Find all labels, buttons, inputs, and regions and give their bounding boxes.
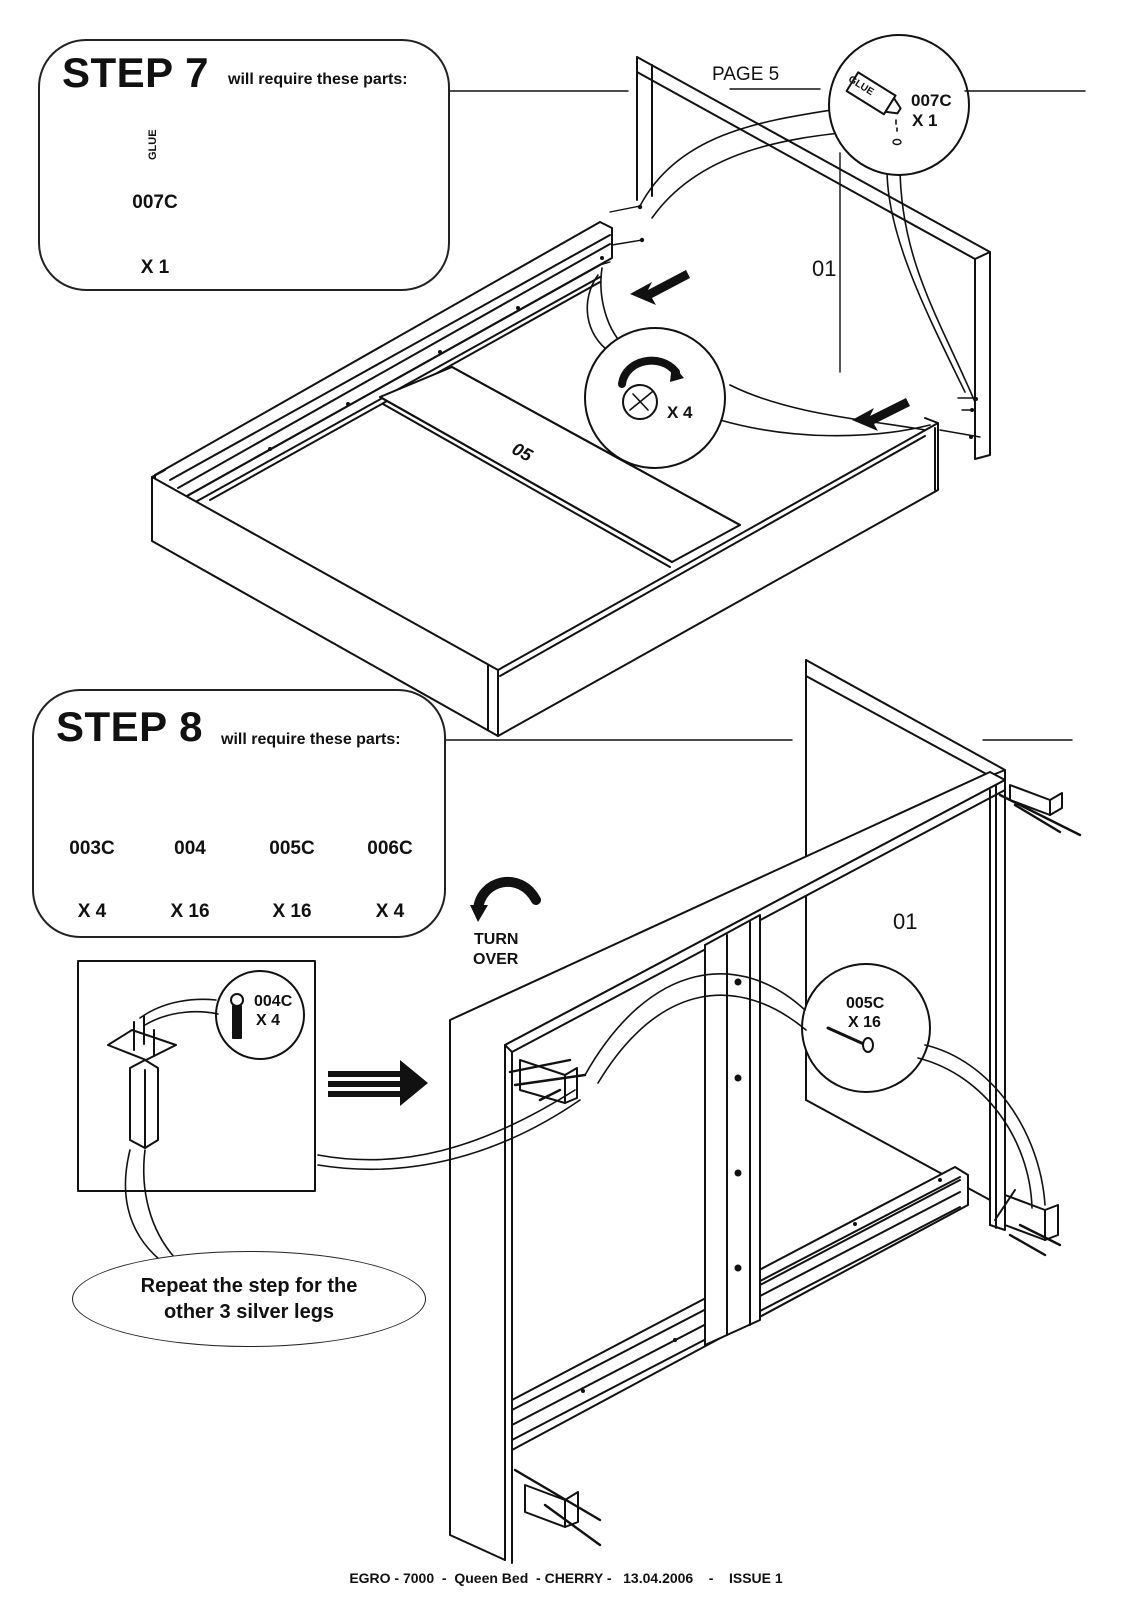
glue-callout-qty: X 1 bbox=[912, 111, 938, 130]
step8-headboard-label: 01 bbox=[893, 909, 918, 934]
step8-part-003c-qty: X 4 bbox=[77, 901, 107, 922]
step7-part-qty: X 1 bbox=[140, 257, 170, 278]
step7-headboard-label: 01 bbox=[812, 256, 837, 281]
cam-lock-icon bbox=[622, 384, 658, 420]
turn-over-line1: TURN bbox=[474, 931, 519, 948]
step8-part-004-code: 004 bbox=[174, 838, 206, 859]
repeat-step-note: Repeat the step for the other 3 silver l… bbox=[72, 1251, 426, 1347]
center-beam-step8 bbox=[704, 914, 761, 1346]
insert-direction-arrow-icon bbox=[328, 1060, 428, 1106]
turn-over-line2: OVER bbox=[473, 951, 519, 968]
step7-title: STEP 7 bbox=[62, 49, 209, 96]
step8-part-004-qty: X 16 bbox=[170, 901, 210, 922]
step8-part-003c-code: 003C bbox=[69, 838, 115, 859]
step7-part-code: 007C bbox=[132, 192, 178, 213]
rotate-callout-circle bbox=[584, 327, 726, 469]
center-slat-step7 bbox=[379, 366, 741, 568]
side-rail-step7 bbox=[154, 221, 613, 506]
leg-bracket-back-right bbox=[994, 1189, 1062, 1257]
repeat-note-line1: Repeat the step for the bbox=[140, 1275, 358, 1297]
rotate-arrow-icon bbox=[618, 356, 680, 388]
document-footer: EGRO - 7000 - Queen Bed - CHERRY - 13.04… bbox=[349, 1570, 783, 1586]
headboard-panel-step7 bbox=[636, 56, 991, 460]
leg-bracket-top-right bbox=[998, 784, 1082, 837]
inset-callout-code: 004C bbox=[254, 993, 293, 1010]
glue-callout-circle bbox=[828, 34, 970, 176]
insert-arrow-icon bbox=[630, 270, 910, 431]
step8-title: STEP 8 bbox=[56, 703, 203, 750]
glue-tube-label: GLUE bbox=[147, 129, 159, 160]
step7-parts-box bbox=[38, 39, 450, 291]
step8-part-005c-qty: X 16 bbox=[272, 901, 312, 922]
inset-callout-qty: X 4 bbox=[256, 1012, 281, 1029]
turn-over-arrow-icon bbox=[470, 877, 541, 922]
screw-callout-circle bbox=[801, 963, 931, 1093]
step8-part-006c-code: 006C bbox=[367, 838, 413, 859]
rotate-callout-qty: X 4 bbox=[667, 403, 693, 422]
step8-part-006c-qty: X 4 bbox=[375, 901, 405, 922]
footboard-rail-step7 bbox=[151, 417, 939, 737]
headboard-panel-step8 bbox=[805, 659, 1006, 1231]
step7-subtitle: will require these parts: bbox=[228, 71, 408, 88]
bolt-callout-circle bbox=[215, 970, 305, 1060]
step8-part-005c-code: 005C bbox=[269, 838, 315, 859]
screw-callout-code: 005C bbox=[846, 995, 885, 1012]
repeat-note-line2: other 3 silver legs bbox=[163, 1301, 335, 1323]
leg-bracket-front-left bbox=[508, 1058, 587, 1104]
leg-bracket-front-bottom bbox=[513, 1468, 602, 1547]
screw-callout-qty: X 16 bbox=[848, 1014, 881, 1031]
footboard-panel-step8 bbox=[449, 771, 1006, 1564]
glue-callout-code: 007C bbox=[911, 91, 952, 110]
step8-parts-box bbox=[32, 689, 446, 938]
step8-subtitle: will require these parts: bbox=[221, 731, 401, 748]
page-number: PAGE 5 bbox=[712, 64, 780, 85]
